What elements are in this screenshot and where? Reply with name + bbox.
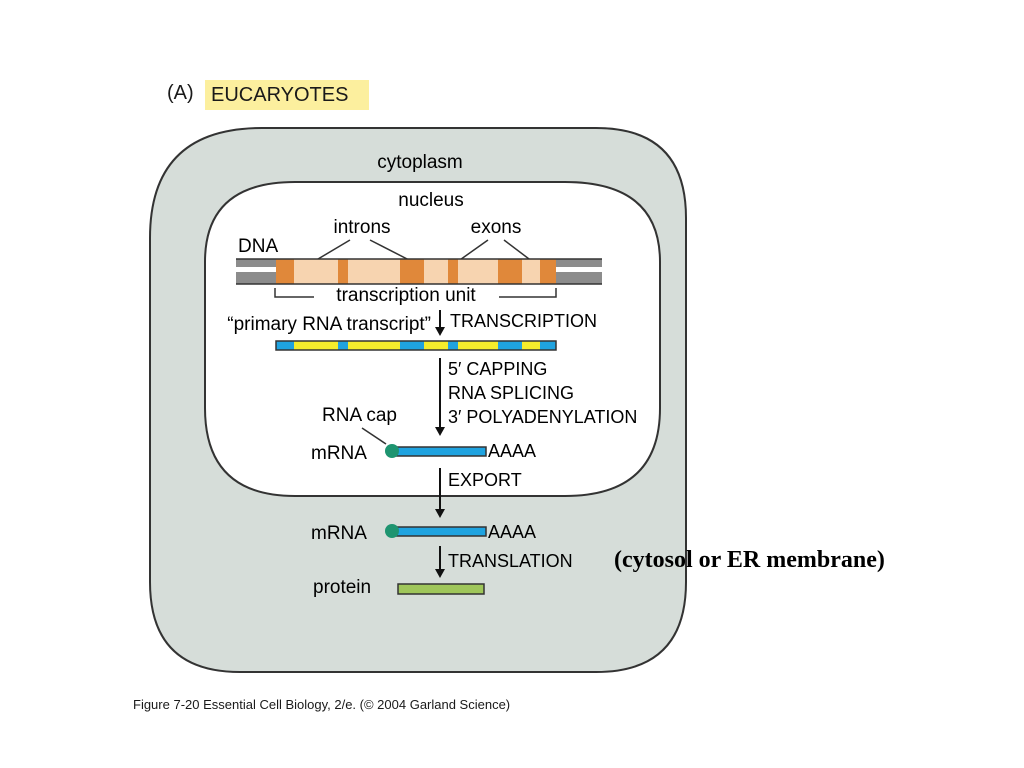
rna-block — [338, 341, 348, 350]
splicing-label: RNA SPLICING — [448, 383, 574, 403]
transcription-label: TRANSCRIPTION — [450, 311, 597, 331]
rna-block — [348, 341, 400, 350]
mrna-cytoplasm — [395, 526, 487, 537]
exons-label: exons — [471, 217, 522, 238]
dna-exon — [498, 259, 522, 284]
rna-block — [400, 341, 424, 350]
export-arrow — [435, 468, 445, 518]
dna-intron — [294, 259, 338, 284]
rna-block — [540, 341, 556, 350]
primary-transcript-label: “primary RNA transcript” — [227, 314, 431, 335]
protein-bar — [397, 583, 485, 595]
mrna-cytoplasm-label: mRNA — [311, 523, 367, 544]
primary-rna-transcript — [275, 340, 557, 351]
polya-nuclear-label: AAAA — [488, 441, 536, 461]
dna-intron — [424, 259, 448, 284]
processing-arrow — [435, 358, 445, 436]
dna-exon — [338, 259, 348, 284]
rna-block — [424, 341, 448, 350]
rna-block — [498, 341, 522, 350]
protein-label: protein — [313, 577, 371, 598]
nucleus-label: nucleus — [398, 190, 464, 211]
figure-caption: Figure 7-20 Essential Cell Biology, 2/e.… — [133, 697, 511, 712]
rna-block — [522, 341, 540, 350]
transcription-unit-label: transcription unit — [336, 285, 476, 306]
rna-cap-cytoplasm — [385, 524, 399, 538]
dna-double-strand — [236, 258, 602, 285]
translation-arrow — [435, 546, 445, 578]
rna-cap-nuclear — [385, 444, 399, 458]
dna-exon — [276, 259, 294, 284]
rna-block — [448, 341, 458, 350]
rna-block — [294, 341, 338, 350]
mrna-nuclear-label: mRNA — [311, 443, 367, 464]
capping-label: 5′ CAPPING — [448, 359, 547, 379]
introns-label: introns — [333, 217, 390, 238]
location-annotation: (cytosol or ER membrane) — [614, 547, 885, 573]
dna-intron — [348, 259, 400, 284]
dna-exon — [400, 259, 424, 284]
mrna-nuclear — [395, 446, 487, 457]
rna-cap-label: RNA cap — [322, 405, 397, 426]
panel-letter: (A) — [167, 82, 194, 104]
polyadenylation-label: 3′ POLYADENYLATION — [448, 407, 637, 427]
panel-title: EUCARYOTES — [205, 80, 369, 110]
dna-exon — [448, 259, 458, 284]
transcription-arrow — [435, 310, 445, 336]
dna-intron — [458, 259, 498, 284]
cytoplasm-label: cytoplasm — [377, 152, 463, 173]
polya-cytoplasm-label: AAAA — [488, 522, 536, 542]
rna-block — [458, 341, 498, 350]
dna-exon — [540, 259, 556, 284]
transcription-unit-bracket — [274, 288, 557, 298]
dna-label: DNA — [238, 236, 278, 257]
translation-label: TRANSLATION — [448, 551, 573, 571]
dna-intron — [522, 259, 540, 284]
export-label: EXPORT — [448, 470, 522, 490]
rna-block — [276, 341, 294, 350]
rna-cap-pointer — [361, 427, 387, 445]
